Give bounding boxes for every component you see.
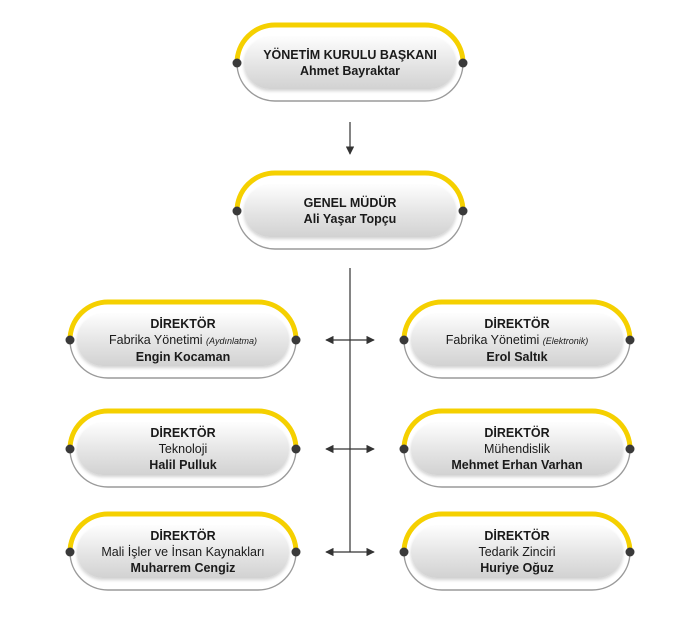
node-director-technology: DİREKTÖR Teknoloji Halil Pulluk xyxy=(63,404,303,494)
node-dept-note: (Elektronik) xyxy=(542,335,589,346)
node-person: Halil Pulluk xyxy=(149,458,217,472)
node-dept: Tedarik Zinciri xyxy=(478,545,556,559)
node-general-manager: GENEL MÜDÜR Ali Yaşar Topçu xyxy=(230,166,470,256)
node-director-electronics: DİREKTÖR Fabrika Yönetimi (Elektronik) E… xyxy=(397,295,637,385)
node-frame xyxy=(65,299,301,379)
node-title: DİREKTÖR xyxy=(484,316,550,331)
node-frame xyxy=(399,408,635,488)
node-dept-name: Fabrika Yönetimi xyxy=(445,332,540,347)
node-dept-name: Fabrika Yönetimi xyxy=(109,332,203,347)
node-pill: YÖNETİM KURULU BAŞKANI Ahmet Bayraktar xyxy=(244,37,456,89)
node-director-finance-hr: DİREKTÖR Mali İşler ve İnsan Kaynakları … xyxy=(63,507,303,597)
node-frame xyxy=(399,299,635,379)
node-person: Erol Saltık xyxy=(486,349,548,364)
node-dept: Fabrika Yönetimi (Elektronik) xyxy=(446,332,589,349)
node-director-lighting: DİREKTÖR Fabrika Yönetimi (Aydınlatma) E… xyxy=(63,295,303,385)
node-director-supply-chain: DİREKTÖR Tedarik Zinciri Huriye Oğuz xyxy=(397,507,637,597)
node-pill: GENEL MÜDÜR Ali Yaşar Topçu xyxy=(244,185,456,237)
node-director-engineering: DİREKTÖR Mühendislik Mehmet Erhan Varhan xyxy=(397,404,637,494)
node-dept: Mali İşler ve İnsan Kaynakları xyxy=(101,545,265,559)
node-frame xyxy=(232,22,468,102)
node-title: DİREKTÖR xyxy=(150,316,216,331)
node-pill: DİREKTÖR Mali İşler ve İnsan Kaynakları … xyxy=(77,526,289,578)
node-frame xyxy=(399,511,635,591)
node-person: Huriye Oğuz xyxy=(480,561,554,575)
node-title: DİREKTÖR xyxy=(150,529,216,543)
node-dept: Fabrika Yönetimi (Aydınlatma) xyxy=(109,332,257,349)
node-title: GENEL MÜDÜR xyxy=(303,196,397,210)
node-person: Mehmet Erhan Varhan xyxy=(451,458,583,472)
node-title: DİREKTÖR xyxy=(150,426,216,440)
node-pill: DİREKTÖR Tedarik Zinciri Huriye Oğuz xyxy=(411,526,623,578)
node-chairman: YÖNETİM KURULU BAŞKANI Ahmet Bayraktar xyxy=(230,18,470,108)
node-pill: DİREKTÖR Fabrika Yönetimi (Aydınlatma) E… xyxy=(77,314,289,366)
node-frame xyxy=(65,408,301,488)
node-person: Muharrem Cengiz xyxy=(130,561,236,575)
node-dept: Mühendislik xyxy=(483,442,550,456)
node-frame xyxy=(65,511,301,591)
node-person: Ahmet Bayraktar xyxy=(299,64,401,78)
node-pill: DİREKTÖR Teknoloji Halil Pulluk xyxy=(77,423,289,475)
node-title: DİREKTÖR xyxy=(484,529,550,543)
node-person: Engin Kocaman xyxy=(135,349,231,364)
node-title: YÖNETİM KURULU BAŞKANI xyxy=(263,48,437,62)
node-person: Ali Yaşar Topçu xyxy=(303,212,397,226)
node-pill: DİREKTÖR Fabrika Yönetimi (Elektronik) E… xyxy=(411,314,623,366)
node-dept: Teknoloji xyxy=(158,442,208,456)
node-title: DİREKTÖR xyxy=(484,426,550,440)
node-pill: DİREKTÖR Mühendislik Mehmet Erhan Varhan xyxy=(411,423,623,475)
node-frame xyxy=(232,170,468,250)
node-dept-note: (Aydınlatma) xyxy=(206,335,257,346)
